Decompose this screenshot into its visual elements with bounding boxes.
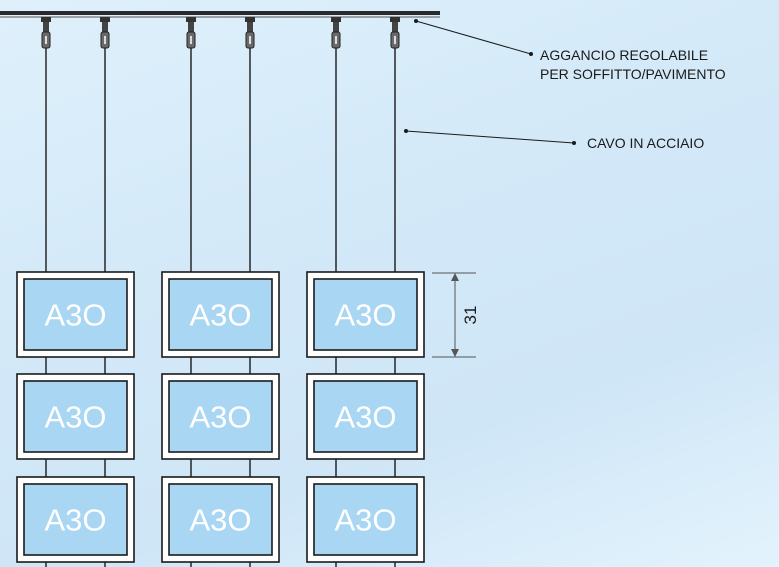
frame-size-label: A3O (44, 298, 106, 333)
frame-panel (168, 483, 273, 556)
adjustable-clamp (186, 17, 196, 49)
frame-size-label: A3O (189, 400, 251, 435)
frame-size-label: A3O (334, 503, 396, 538)
adjustable-clamp (100, 17, 110, 49)
adjustable-clamp (245, 17, 255, 49)
clamp-label-line1: AGGANCIO REGOLABILE (540, 47, 708, 63)
frame-panel (168, 278, 273, 351)
a3-frame: A3O (16, 271, 135, 358)
a3-frame: A3O (161, 373, 280, 460)
dimension-label: 31 (461, 306, 480, 325)
frame-panel (23, 483, 128, 556)
a3-frame: A3O (306, 373, 425, 460)
frame-panel (23, 380, 128, 453)
a3-frames-grid: A3O A3O A3O A3O A3O A3O A3O A3O A3O (16, 271, 425, 563)
ceiling-rail (0, 11, 440, 18)
frame-panel (23, 278, 128, 351)
adjustable-clamp (390, 17, 400, 49)
clamp-leader (414, 19, 533, 56)
adjustable-clamp (331, 17, 341, 49)
frame-size-label: A3O (189, 503, 251, 538)
a3-frame: A3O (306, 271, 425, 358)
adjustable-clamps (41, 17, 400, 49)
a3-frame: A3O (161, 476, 280, 563)
frame-panel (313, 483, 418, 556)
clamp-label-line2: PER SOFFITTO/PAVIMENTO (540, 66, 726, 82)
adjustable-clamp (41, 17, 51, 49)
frame-size-label: A3O (44, 503, 106, 538)
a3-frame: A3O (306, 476, 425, 563)
frame-size-label: A3O (44, 400, 106, 435)
frame-size-label: A3O (334, 400, 396, 435)
frame-size-label: A3O (189, 298, 251, 333)
a3-frame: A3O (16, 373, 135, 460)
frame-panel (168, 380, 273, 453)
frame-size-label: A3O (334, 298, 396, 333)
cable-leader (404, 129, 576, 145)
a3-frame: A3O (161, 271, 280, 358)
a3-frame: A3O (16, 476, 135, 563)
height-dimension (432, 272, 476, 358)
frame-panel (313, 278, 418, 351)
cable-label: CAVO IN ACCIAIO (587, 135, 704, 151)
frame-panel (313, 380, 418, 453)
